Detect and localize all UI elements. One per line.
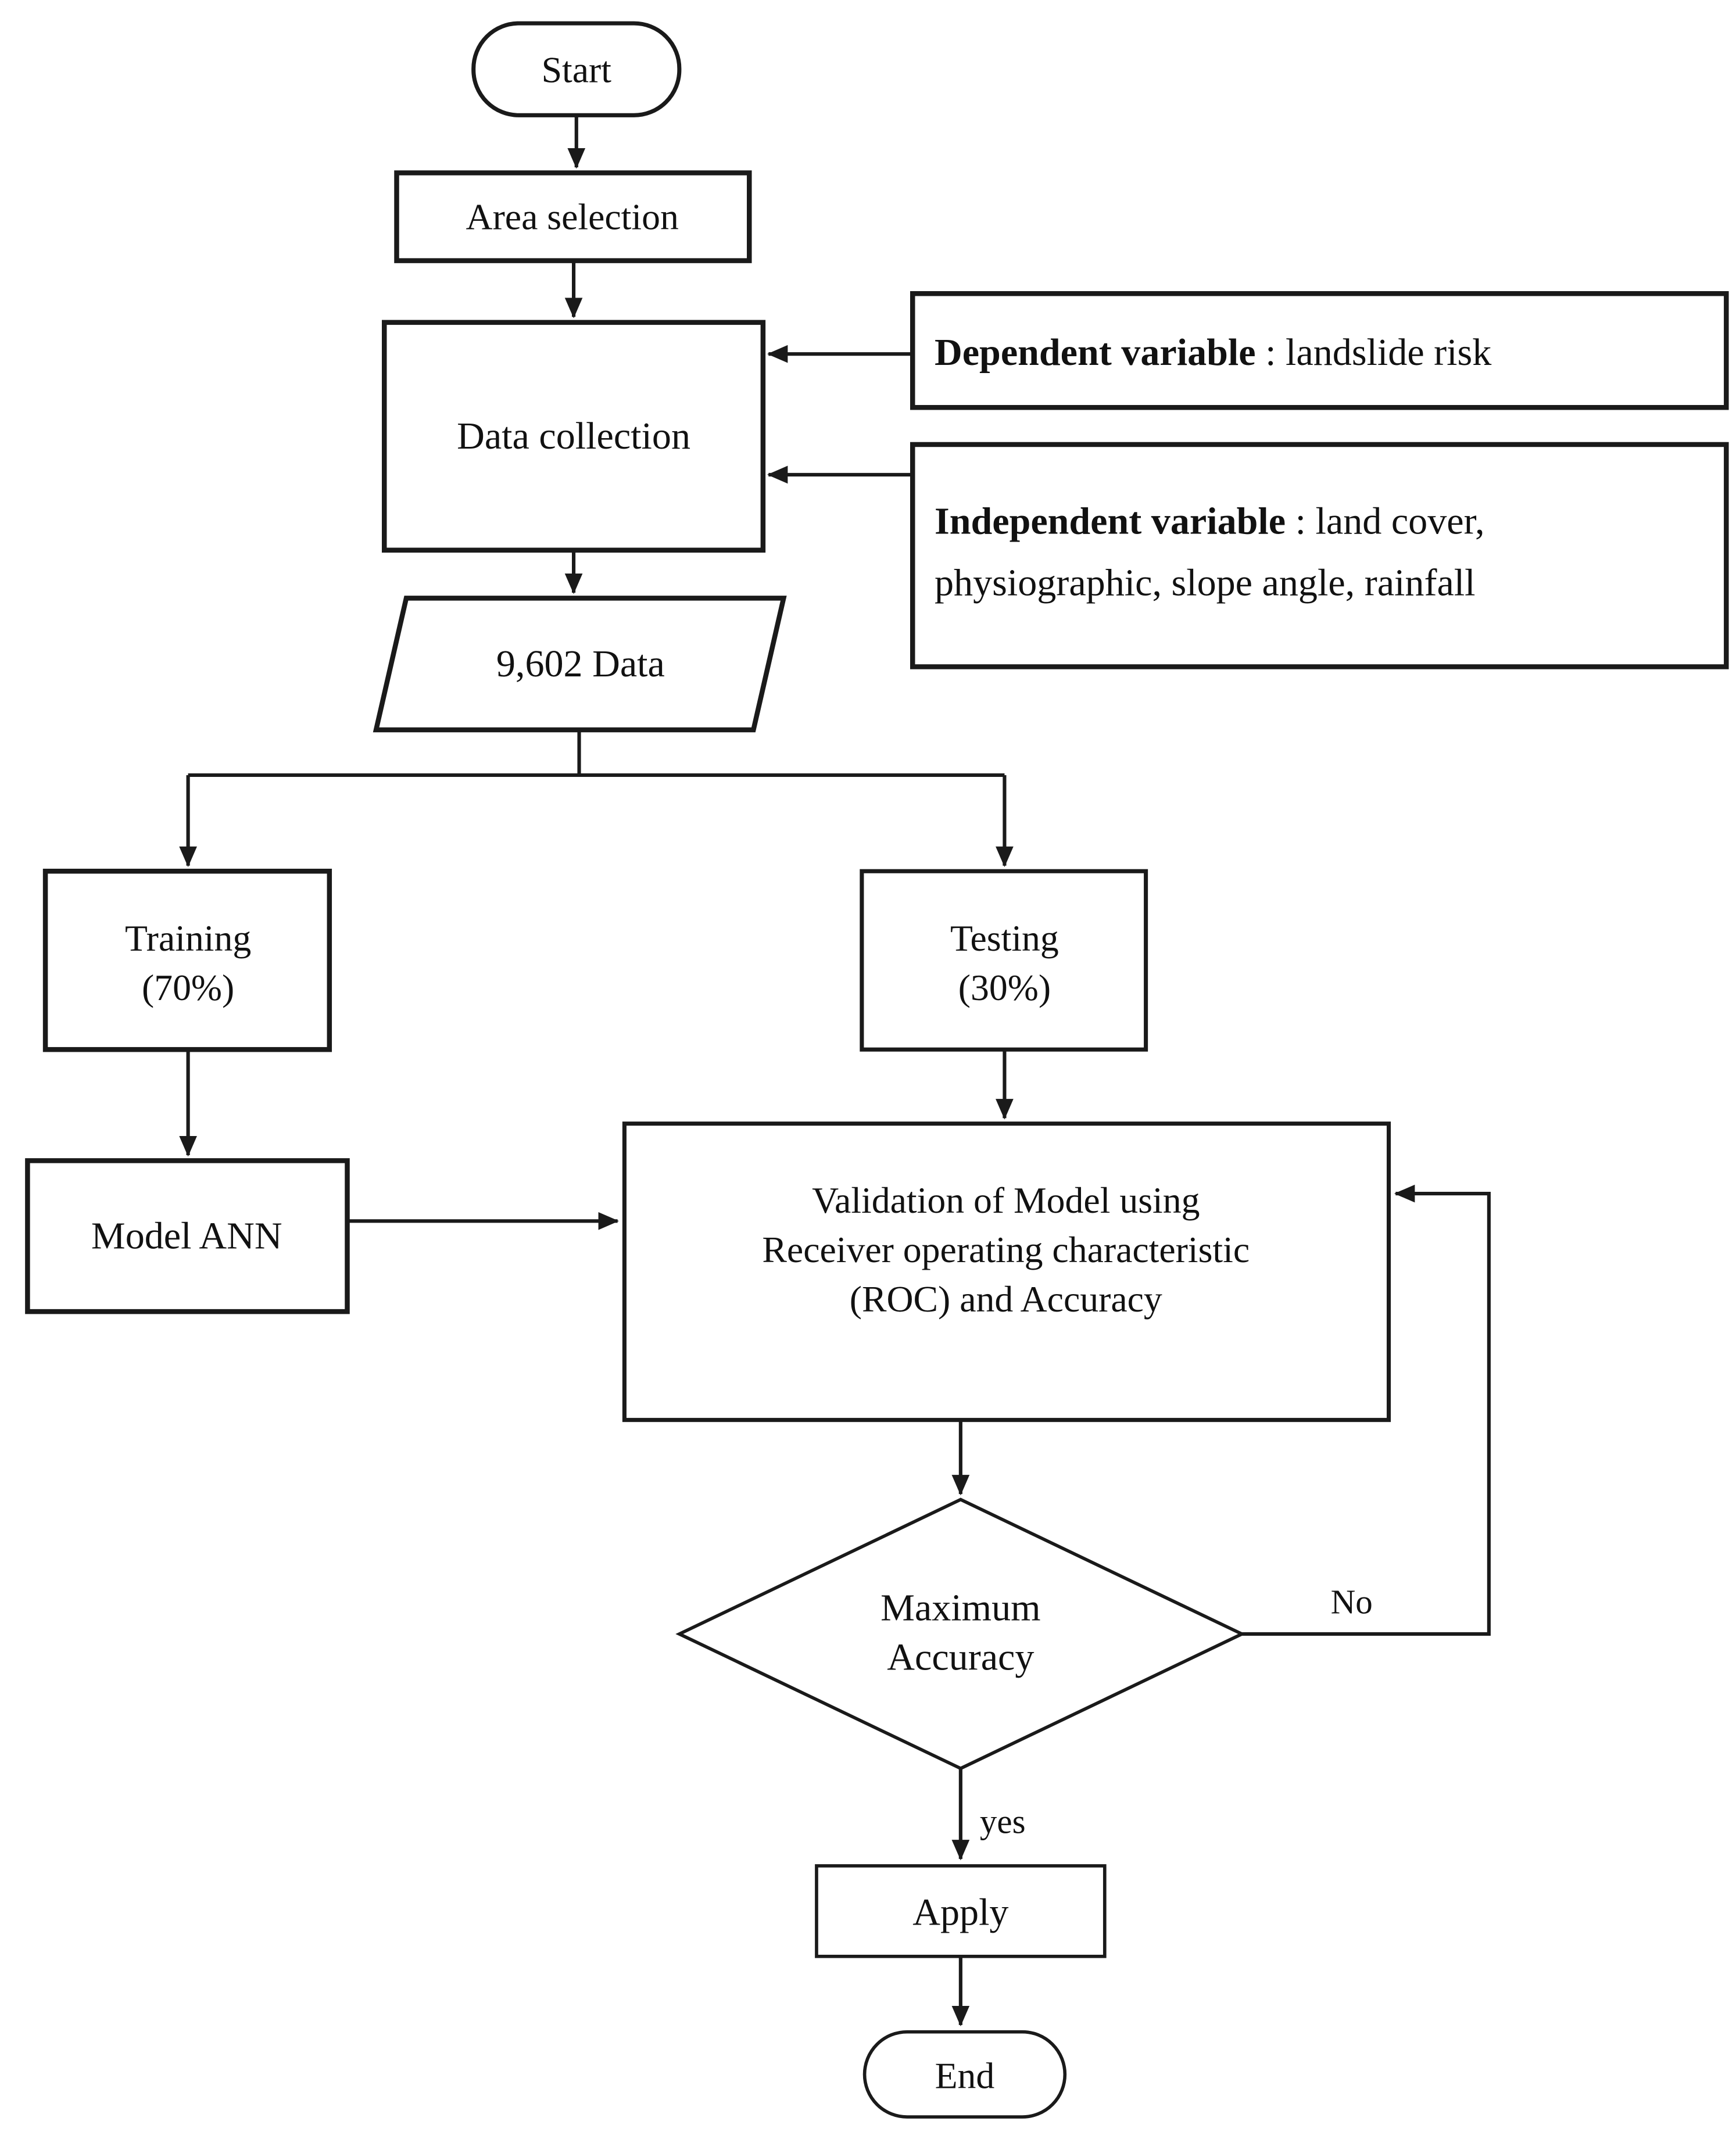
training-label-line1: Training — [125, 918, 251, 959]
maximum-accuracy-label-line1: Maximum — [880, 1586, 1040, 1629]
data-9602-label: 9,602 Data — [496, 643, 665, 685]
dependent-variable-shape — [910, 291, 1729, 410]
apply-label: Apply — [912, 1891, 1008, 1933]
edge-label-yes: yes — [980, 1802, 1026, 1840]
data-collection-label: Data collection — [457, 415, 690, 457]
flowchart-node-area-selection: Area selection — [394, 170, 752, 263]
testing-shape — [860, 869, 1148, 1052]
independent-variable-label-line2: physiographic, slope angle, rainfall — [935, 562, 1476, 604]
flowchart-node-model-ann: Model ANN — [25, 1158, 350, 1314]
training-label-line2: (70%) — [142, 967, 234, 1008]
flowchart-node-start: Start — [471, 21, 682, 117]
start-terminator-shape — [471, 21, 682, 117]
split-connector — [188, 730, 1005, 777]
data-collection-shape — [381, 320, 766, 553]
apply-shape — [815, 1864, 1107, 1958]
flowchart-node-training: Training (70%) — [42, 868, 332, 1052]
start-label: Start — [542, 49, 612, 91]
validation-label-line1: Validation of Model using — [812, 1180, 1200, 1221]
end-terminator-shape — [862, 2030, 1067, 2119]
flowchart-node-dependent-variable: Dependent variable : landslide risk — [910, 291, 1729, 410]
validation-shape — [622, 1121, 1391, 1422]
training-shape — [42, 868, 332, 1052]
maximum-accuracy-label-line2: Accuracy — [887, 1636, 1034, 1678]
flowchart-node-data-9602: 9,602 Data — [373, 596, 787, 733]
edge-label-no: No — [1331, 1583, 1373, 1621]
maximum-accuracy-diamond-shape — [675, 1497, 1246, 1771]
flowchart-node-independent-variable: Independent variable : land cover, physi… — [910, 442, 1729, 669]
area-selection-label: Area selection — [466, 196, 679, 237]
flowchart-node-validation: Validation of Model using Receiver opera… — [622, 1121, 1391, 1422]
arrow-decision-no-loop-to-validation — [1241, 1184, 1491, 1636]
flowchart-node-end: End — [862, 2030, 1067, 2119]
data-9602-parallelogram-shape — [373, 596, 787, 733]
testing-label-line1: Testing — [950, 918, 1059, 959]
independent-variable-shape — [910, 442, 1729, 669]
model-ann-label: Model ANN — [91, 1215, 282, 1257]
validation-label-line2: Receiver operating characteristic — [762, 1229, 1250, 1270]
independent-variable-label-line1: Independent variable : land cover, — [935, 500, 1485, 542]
validation-label-line3: (ROC) and Accuracy — [850, 1278, 1162, 1320]
flowchart-node-testing: Testing (30%) — [860, 869, 1148, 1052]
flowchart-node-apply: Apply — [815, 1864, 1107, 1958]
dependent-variable-label: Dependent variable : landslide risk — [935, 331, 1492, 374]
model-ann-shape — [25, 1158, 350, 1314]
area-selection-shape — [394, 170, 752, 263]
end-label: End — [935, 2055, 995, 2096]
testing-label-line2: (30%) — [958, 967, 1051, 1008]
flowchart-node-data-collection: Data collection — [381, 320, 766, 553]
flowchart-node-decision-maximum-accuracy: Maximum Accuracy — [675, 1497, 1246, 1771]
